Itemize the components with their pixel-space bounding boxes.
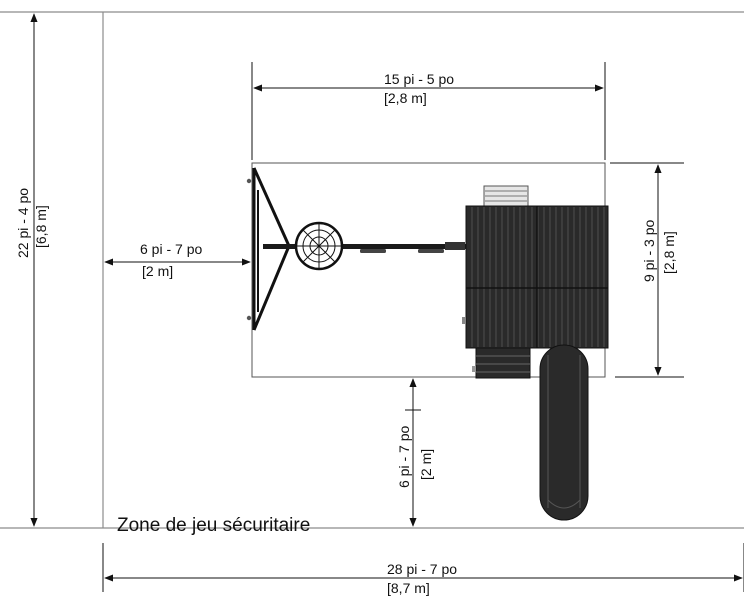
total-height-label: 22 pi - 4 po	[15, 188, 31, 258]
bottom-clearance-metric: [2 m]	[418, 449, 434, 480]
tower-roof	[462, 205, 609, 349]
top-width-metric: [2,8 m]	[384, 90, 427, 106]
structure-height-label: 9 pi - 3 po	[641, 220, 657, 282]
extension-lines	[102, 62, 744, 592]
safety-zone-border	[0, 11, 744, 529]
swing-beam	[263, 242, 467, 253]
dimension-total-height: 22 pi - 4 po [6,8 m]	[15, 13, 49, 527]
tower-ladder	[483, 185, 529, 209]
dimension-total-width: 28 pi - 7 po [8,7 m]	[104, 561, 743, 596]
dimension-top-width: 15 pi - 5 po [2,8 m]	[253, 71, 604, 106]
total-height-metric: [6,8 m]	[33, 205, 49, 248]
left-clearance-label: 6 pi - 7 po	[140, 241, 202, 257]
lower-deck	[472, 347, 531, 379]
dimension-left-clearance: 6 pi - 7 po [2 m]	[104, 241, 251, 279]
total-width-metric: [8,7 m]	[387, 580, 430, 596]
safe-play-zone-label: Zone de jeu sécuritaire	[117, 515, 310, 536]
web-swing	[294, 221, 344, 271]
bottom-clearance-label: 6 pi - 7 po	[396, 426, 412, 488]
left-clearance-metric: [2 m]	[142, 263, 173, 279]
swing-a-frame	[246, 167, 291, 331]
slide	[539, 344, 589, 521]
dimension-bottom-clearance: 6 pi - 7 po [2 m]	[396, 378, 434, 527]
top-width-label: 15 pi - 5 po	[384, 71, 454, 87]
structure-height-metric: [2,8 m]	[661, 231, 677, 274]
total-width-label: 28 pi - 7 po	[387, 561, 457, 577]
dimension-structure-height: 9 pi - 3 po [2,8 m]	[641, 164, 677, 376]
